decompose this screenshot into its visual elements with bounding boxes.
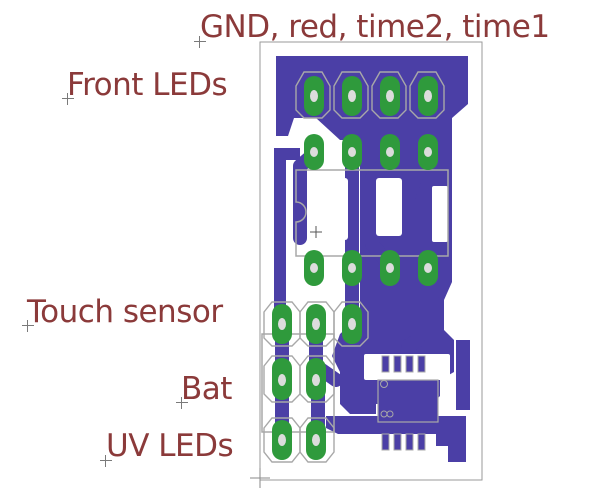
copper-pour-right-edge <box>456 340 470 410</box>
label-anchor-cross <box>176 397 188 409</box>
dip-pads <box>304 134 438 286</box>
smd-chip <box>377 379 439 423</box>
label-anchor-cross <box>22 320 34 332</box>
copper-pour-left-strip <box>274 148 300 316</box>
touch-sensor-label: Touch sensor <box>27 294 223 330</box>
header-pins-label: GND, red, time2, time1 <box>200 9 550 45</box>
board-outline <box>259 41 483 481</box>
battery-pads <box>263 355 335 403</box>
label-anchor-cross <box>100 455 112 467</box>
uv-led-pads <box>263 417 335 463</box>
label-anchor-cross <box>62 93 74 105</box>
origin-cross <box>250 468 270 488</box>
front-leds-label: Front LEDs <box>67 67 228 103</box>
chip-pin1-mark <box>380 380 388 388</box>
bat-label: Bat <box>181 371 232 407</box>
copper-pour-bottom <box>326 416 466 462</box>
touch-sensor-pads <box>263 301 369 347</box>
chip-marking-2 <box>386 410 394 418</box>
label-anchor-cross <box>194 36 206 48</box>
smd-pads <box>381 355 426 451</box>
header-top <box>295 71 445 119</box>
uv-leds-label: UV LEDs <box>106 428 234 464</box>
